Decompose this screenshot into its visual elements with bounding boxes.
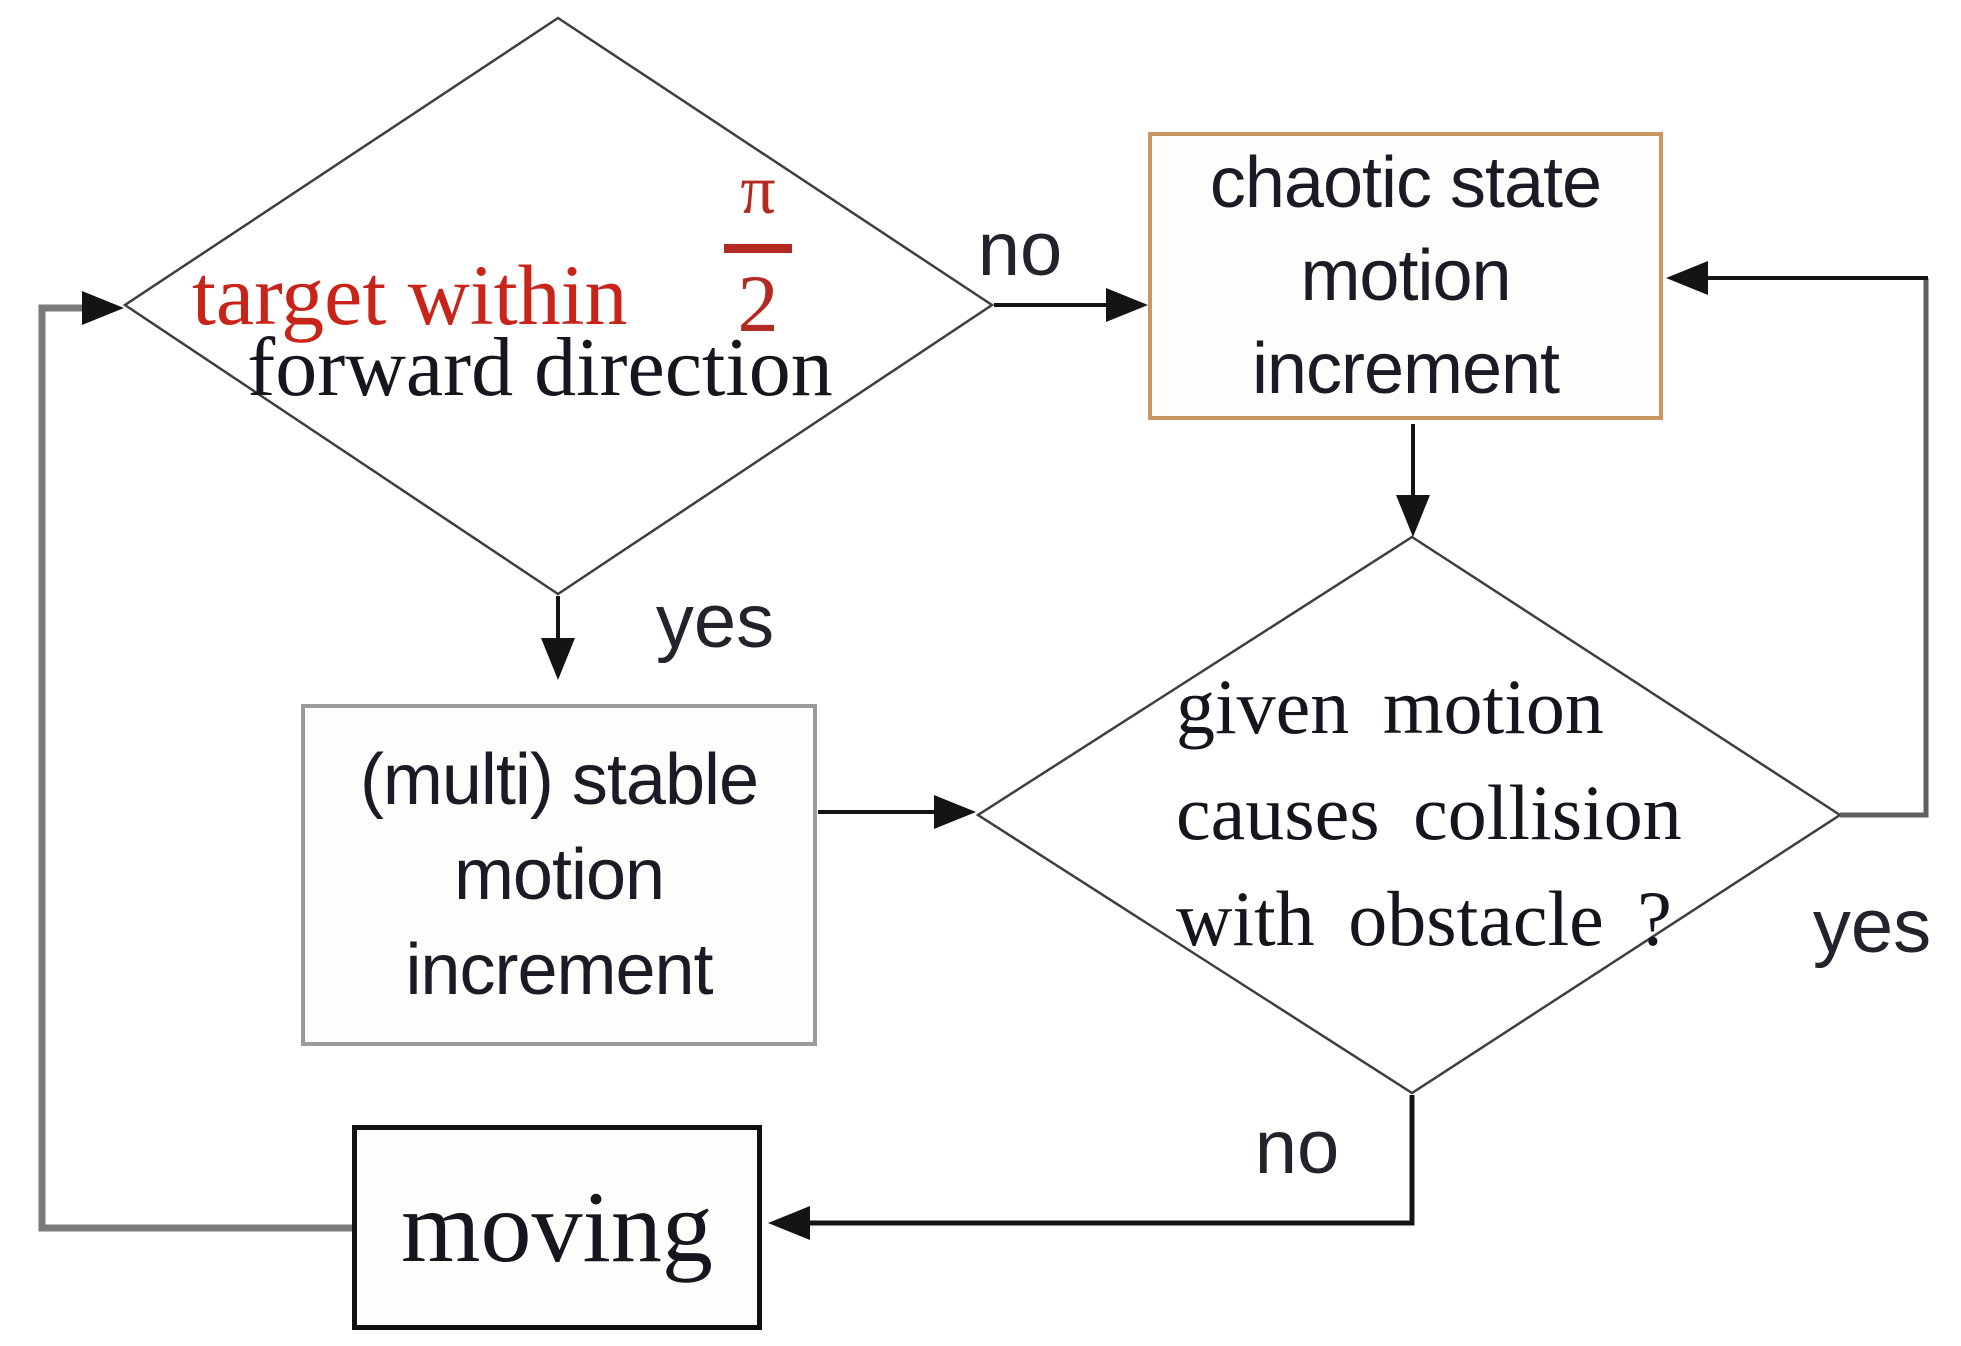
target-decision-diamond <box>122 16 995 596</box>
collision-decision-line: with obstacle ? <box>1176 875 1672 962</box>
multi-stable-box: (multi) stable motion increment <box>301 704 817 1046</box>
arrowhead-into-collision-top <box>1396 495 1430 537</box>
arrowhead-into-collision-left <box>934 795 976 829</box>
edge-label-yes-target-to-stable: yes <box>655 579 775 664</box>
moving-label: moving <box>401 1171 713 1284</box>
chaotic-state-box: chaotic state motion increment <box>1148 132 1663 420</box>
chaotic-state-line: motion <box>1300 235 1511 316</box>
arrowhead-into-chaotic-right <box>1666 261 1708 295</box>
arrowhead-into-target-left <box>82 291 124 325</box>
edge-label-no-target-to-chaotic: no <box>977 207 1063 292</box>
collision-decision-text: given motion causes collision with obsta… <box>1176 654 1776 972</box>
edge-label-no-collision-to-moving: no <box>1254 1105 1340 1190</box>
multi-stable-line: increment <box>405 929 713 1010</box>
collision-decision-diamond <box>975 535 1843 1095</box>
fraction-denominator: 2 <box>737 258 779 349</box>
target-decision-black-text: forward direction <box>247 321 833 414</box>
arrowhead-into-chaotic-left <box>1106 288 1148 322</box>
fraction-numerator: π <box>740 152 776 229</box>
collision-decision-line: given motion <box>1176 663 1604 750</box>
target-decision-red-text: target within <box>192 247 628 343</box>
chaotic-state-line: chaotic state <box>1209 142 1602 223</box>
edge-moving-feedback <box>38 304 352 1232</box>
chaotic-state-line: increment <box>1251 328 1560 409</box>
edge-collision-yes-feedback <box>1840 278 1929 818</box>
edge-label-yes-collision-to-chaotic: yes <box>1812 884 1932 969</box>
arrowhead-into-moving-right <box>768 1206 810 1240</box>
fraction-bar <box>724 244 792 253</box>
edge-collision-no-branch <box>810 1095 1415 1226</box>
moving-box: moving <box>352 1125 762 1330</box>
collision-decision-line: causes collision <box>1176 769 1682 856</box>
arrowhead-into-stable-top <box>541 638 575 680</box>
multi-stable-line: motion <box>453 834 665 915</box>
pi-over-two-fraction: π 2 <box>712 156 804 345</box>
multi-stable-line: (multi) stable <box>359 739 759 820</box>
